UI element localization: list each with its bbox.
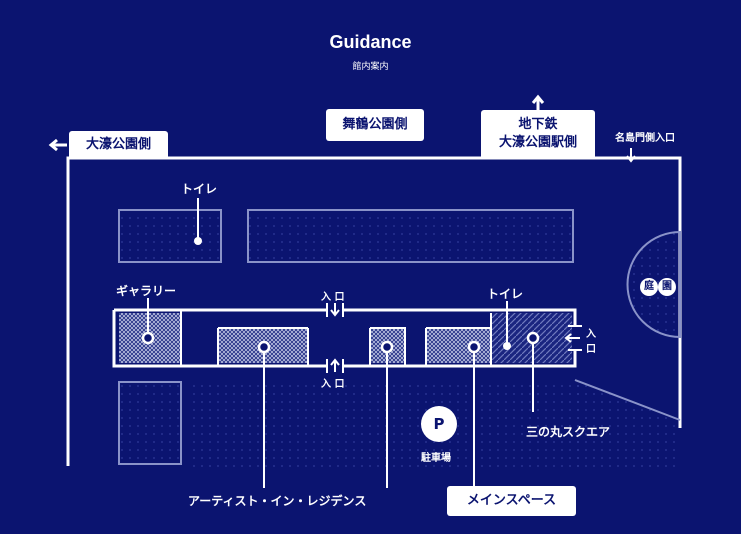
arrow-left-icon — [48, 138, 67, 152]
subway-line-2: 大濠公園駅側 — [498, 135, 577, 150]
entrance-right-arrow-icon — [564, 333, 580, 343]
toilet-right-label: トイレ — [487, 287, 524, 301]
garden-label-1: 庭 — [640, 278, 658, 296]
building-outline — [112, 308, 577, 368]
ground-area-east — [575, 380, 680, 470]
toilet-top-marker — [194, 237, 202, 245]
sannomaru-square-label: 三の丸スクエア — [526, 425, 611, 439]
room-north — [247, 209, 574, 263]
subway-line-1: 地下鉄 — [518, 117, 558, 132]
parking-label: 駐車場 — [421, 453, 451, 464]
direction-subway: 地下鉄 大濠公園駅側 — [481, 110, 595, 158]
room-southwest — [118, 381, 182, 465]
room-walls — [180, 310, 492, 366]
toilet-right-marker — [503, 342, 511, 350]
direction-maizuru-park: 舞鶴公園側 — [326, 109, 424, 141]
entrance-right-label-2: 口 — [586, 344, 596, 355]
toilet-top-label: トイレ — [181, 182, 218, 196]
entrance-bottom-label: 入 口 — [321, 379, 345, 390]
gallery-marker — [141, 331, 155, 345]
meijomon-entrance-label: 名島門側入口 — [615, 133, 675, 144]
arrow-down-icon — [626, 148, 636, 163]
sannomaru-marker — [526, 331, 540, 345]
mainspace-label: メインスペース — [447, 486, 576, 516]
mainspace-marker-2 — [467, 340, 481, 354]
mainspace-marker-1 — [380, 340, 394, 354]
direction-oohori-park: 大濠公園側 — [69, 131, 168, 158]
arrow-up-icon — [531, 94, 545, 110]
east-path — [574, 379, 681, 421]
room-toilet-top — [118, 209, 222, 263]
mainspace-part-2 — [426, 328, 491, 363]
page-title: Guidance — [329, 32, 412, 52]
gallery-label: ギャラリー — [116, 284, 177, 298]
residence-marker — [257, 340, 271, 354]
parking-icon: P — [421, 406, 457, 442]
page-subtitle: 館内案内 — [352, 62, 389, 72]
entrance-right-label-1: 入 — [586, 329, 596, 340]
entrance-top-label: 入 口 — [321, 292, 345, 303]
garden-label-2: 園 — [658, 278, 676, 296]
entrance-bottom-arrow-icon — [330, 358, 340, 372]
artist-residence-label: アーティスト・イン・レジデンス — [188, 494, 367, 508]
entrance-top-arrow-icon — [330, 303, 340, 317]
